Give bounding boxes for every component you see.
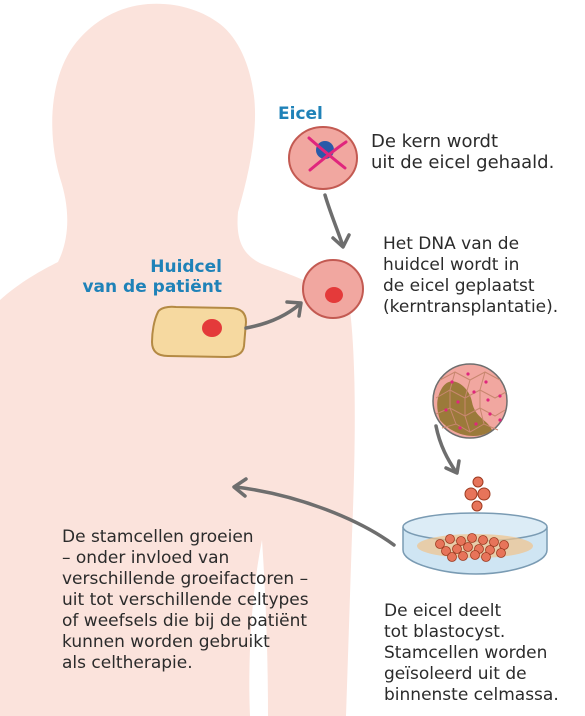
caption-kern: De kern wordt uit de eicel gehaald. — [371, 131, 554, 173]
stem-cell-cluster — [465, 477, 490, 511]
label-huidcel: Huidcel van de patiënt — [72, 257, 222, 297]
transplanted-nucleus — [325, 287, 343, 303]
skin-cell-nucleus — [202, 319, 222, 337]
label-eicel: Eicel — [278, 104, 323, 124]
blastocyst — [433, 364, 507, 438]
caption-dna: Het DNA van de huidcel wordt in de eicel… — [383, 234, 558, 318]
petri-dish — [403, 513, 547, 574]
caption-blastocyst: De eicel deelt tot blastocyst. Stamcelle… — [384, 601, 559, 706]
caption-stamcellen: De stamcellen groeien – onder invloed va… — [62, 527, 309, 674]
skin-cell — [152, 307, 246, 357]
